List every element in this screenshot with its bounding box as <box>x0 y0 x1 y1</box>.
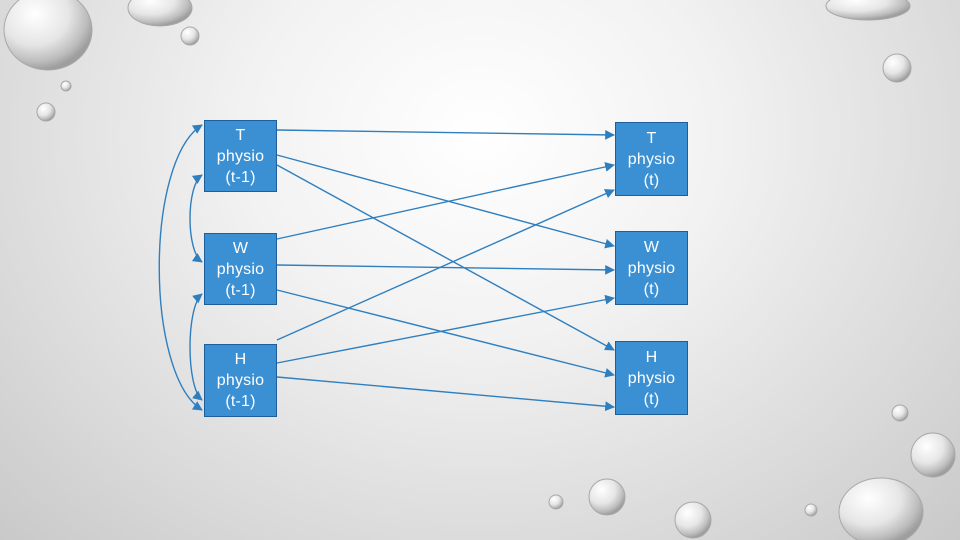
edge-t_prev-to-w_now <box>276 154 615 249</box>
edge-h_prev-to-w_now <box>276 294 615 364</box>
node-label-line: T <box>646 129 657 147</box>
water-drop <box>36 102 56 122</box>
node-w-physio-prev: W physio (t-1) <box>204 233 277 305</box>
correlation-t_prev-h_prev <box>158 124 203 411</box>
edge-w_prev-to-t_now <box>276 162 615 240</box>
node-w-physio-now: W physio (t) <box>615 231 688 305</box>
node-label-line: H <box>234 351 247 368</box>
node-h-physio-now: H physio (t) <box>615 341 688 415</box>
edge-t_prev-to-t_now <box>276 129 615 140</box>
node-label-line: physio <box>627 150 676 168</box>
water-drop <box>3 0 93 71</box>
node-label-line: (t) <box>643 280 660 298</box>
edge-w_prev-to-h_now <box>276 289 615 378</box>
correlation-t_prev-w_prev <box>189 174 203 263</box>
node-label-line: (t-1) <box>225 393 256 410</box>
node-label-line: physio <box>627 369 676 387</box>
edge-h_prev-to-t_now <box>276 189 615 341</box>
water-drop <box>825 0 911 21</box>
water-drop <box>60 80 72 92</box>
water-drop <box>548 494 564 510</box>
node-label-line: (t) <box>643 390 660 408</box>
node-label-line: W <box>232 239 249 257</box>
water-drop <box>127 0 193 27</box>
node-t-physio-prev: T physio (t-1) <box>204 120 277 192</box>
node-label-line: (t) <box>643 171 660 189</box>
node-label-line: physio <box>216 260 265 278</box>
node-h-physio-prev: H physio (t-1) <box>204 344 277 417</box>
water-drop <box>180 26 200 46</box>
node-label-line: physio <box>627 259 676 277</box>
node-t-physio-now: T physio (t) <box>615 122 688 196</box>
edge-h_prev-to-h_now <box>276 376 615 412</box>
water-drop <box>588 478 626 516</box>
water-drop <box>882 53 912 83</box>
node-label-line: (t-1) <box>225 168 256 186</box>
node-label-line: T <box>235 126 246 144</box>
water-drop <box>910 432 956 478</box>
water-drop <box>804 503 818 517</box>
water-drop <box>674 501 712 539</box>
edge-t_prev-to-h_now <box>276 164 615 351</box>
correlation-w_prev-h_prev <box>189 293 203 401</box>
edge-w_prev-to-w_now <box>276 264 615 275</box>
water-drop <box>838 477 924 540</box>
water-drop <box>891 404 909 422</box>
node-label-line: physio <box>216 372 265 389</box>
node-label-line: H <box>645 348 658 366</box>
node-label-line: physio <box>216 147 265 165</box>
node-label-line: W <box>643 238 660 256</box>
node-label-line: (t-1) <box>225 281 256 299</box>
